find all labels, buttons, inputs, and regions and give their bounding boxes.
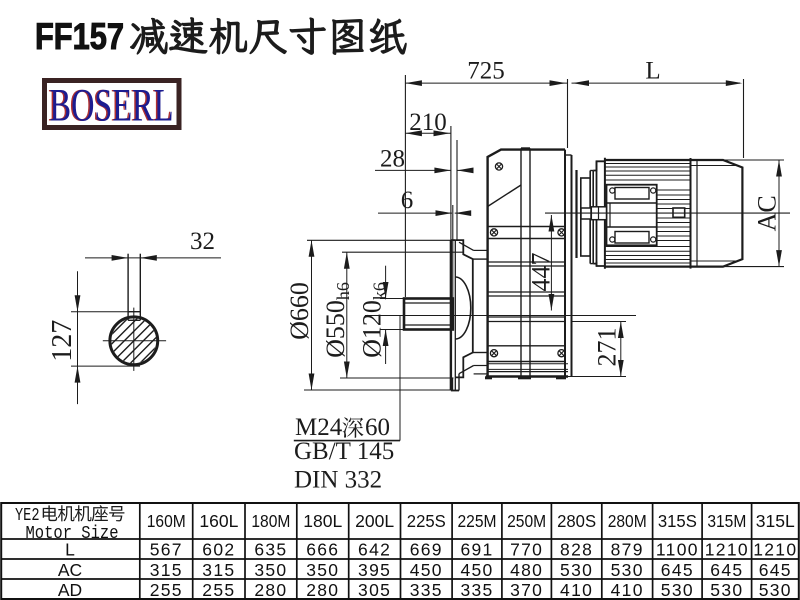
- svg-text:315: 315: [202, 560, 235, 580]
- svg-text:350: 350: [254, 560, 287, 580]
- svg-text:160L: 160L: [199, 511, 238, 531]
- svg-text:225M: 225M: [458, 511, 497, 531]
- svg-text:480: 480: [510, 560, 543, 580]
- svg-text:280M: 280M: [608, 511, 647, 531]
- svg-text:395: 395: [358, 560, 391, 580]
- svg-text:DIN 332: DIN 332: [294, 467, 382, 494]
- svg-text:250M: 250M: [507, 511, 546, 531]
- svg-text:645: 645: [710, 560, 743, 580]
- svg-text:AC: AC: [58, 560, 82, 580]
- svg-text:Motor Size: Motor Size: [26, 524, 119, 544]
- svg-text:210: 210: [409, 109, 447, 136]
- svg-text:879: 879: [611, 539, 644, 559]
- svg-text:180L: 180L: [303, 511, 342, 531]
- svg-text:315: 315: [150, 560, 183, 580]
- svg-text:28: 28: [380, 146, 405, 173]
- svg-text:530: 530: [759, 580, 792, 600]
- svg-text:160M: 160M: [147, 511, 186, 531]
- svg-text:L: L: [65, 539, 75, 559]
- svg-text:642: 642: [358, 539, 391, 559]
- svg-text:32: 32: [190, 228, 215, 255]
- svg-text:315M: 315M: [707, 511, 746, 531]
- svg-text:335: 335: [460, 580, 493, 600]
- svg-text:FF157: FF157: [35, 16, 124, 57]
- svg-text:691: 691: [460, 539, 493, 559]
- svg-text:725: 725: [467, 58, 505, 85]
- svg-text:YE2: YE2: [15, 506, 40, 526]
- svg-text:M24: M24: [295, 414, 343, 441]
- svg-text:530: 530: [661, 580, 694, 600]
- svg-text:828: 828: [560, 539, 593, 559]
- svg-text:530: 530: [560, 560, 593, 580]
- svg-text:350: 350: [306, 560, 339, 580]
- svg-text:180M: 180M: [251, 511, 290, 531]
- svg-text:255: 255: [150, 580, 183, 600]
- svg-text:450: 450: [460, 560, 493, 580]
- svg-text:669: 669: [410, 539, 443, 559]
- svg-text:6: 6: [401, 187, 414, 214]
- svg-text:AD: AD: [58, 580, 82, 600]
- svg-text:450: 450: [410, 560, 443, 580]
- svg-text:645: 645: [759, 560, 792, 580]
- svg-text:127: 127: [47, 320, 78, 362]
- svg-text:GB/T 145: GB/T 145: [294, 438, 394, 465]
- svg-text:1100: 1100: [656, 539, 699, 559]
- svg-text:280S: 280S: [557, 511, 596, 531]
- svg-text:1210: 1210: [753, 539, 797, 559]
- svg-text:567: 567: [150, 539, 183, 559]
- svg-text:BOSERL: BOSERL: [50, 80, 174, 132]
- svg-text:770: 770: [510, 539, 543, 559]
- svg-text:Ø660: Ø660: [285, 282, 314, 340]
- svg-text:602: 602: [202, 539, 235, 559]
- svg-text:BOSERL: BOSERL: [48, 80, 172, 132]
- svg-text:370: 370: [510, 580, 543, 600]
- svg-text:410: 410: [560, 580, 593, 600]
- svg-text:255: 255: [202, 580, 235, 600]
- svg-text:530: 530: [710, 580, 743, 600]
- svg-text:1210: 1210: [705, 539, 749, 559]
- svg-text:645: 645: [661, 560, 694, 580]
- svg-text:410: 410: [611, 580, 644, 600]
- svg-text:305: 305: [358, 580, 391, 600]
- svg-text:225S: 225S: [407, 511, 446, 531]
- svg-text:L: L: [645, 58, 660, 85]
- svg-text:271: 271: [593, 328, 622, 367]
- svg-text:315S: 315S: [658, 511, 697, 531]
- svg-text:AC: AC: [753, 195, 782, 231]
- svg-text:635: 635: [254, 539, 287, 559]
- svg-text:200L: 200L: [355, 511, 394, 531]
- svg-text:60: 60: [365, 414, 390, 441]
- svg-text:335: 335: [410, 580, 443, 600]
- svg-text:666: 666: [306, 539, 339, 559]
- svg-text:315L: 315L: [756, 511, 795, 531]
- svg-text:280: 280: [254, 580, 287, 600]
- svg-text:447: 447: [527, 253, 556, 292]
- svg-text:280: 280: [306, 580, 339, 600]
- svg-text:530: 530: [611, 560, 644, 580]
